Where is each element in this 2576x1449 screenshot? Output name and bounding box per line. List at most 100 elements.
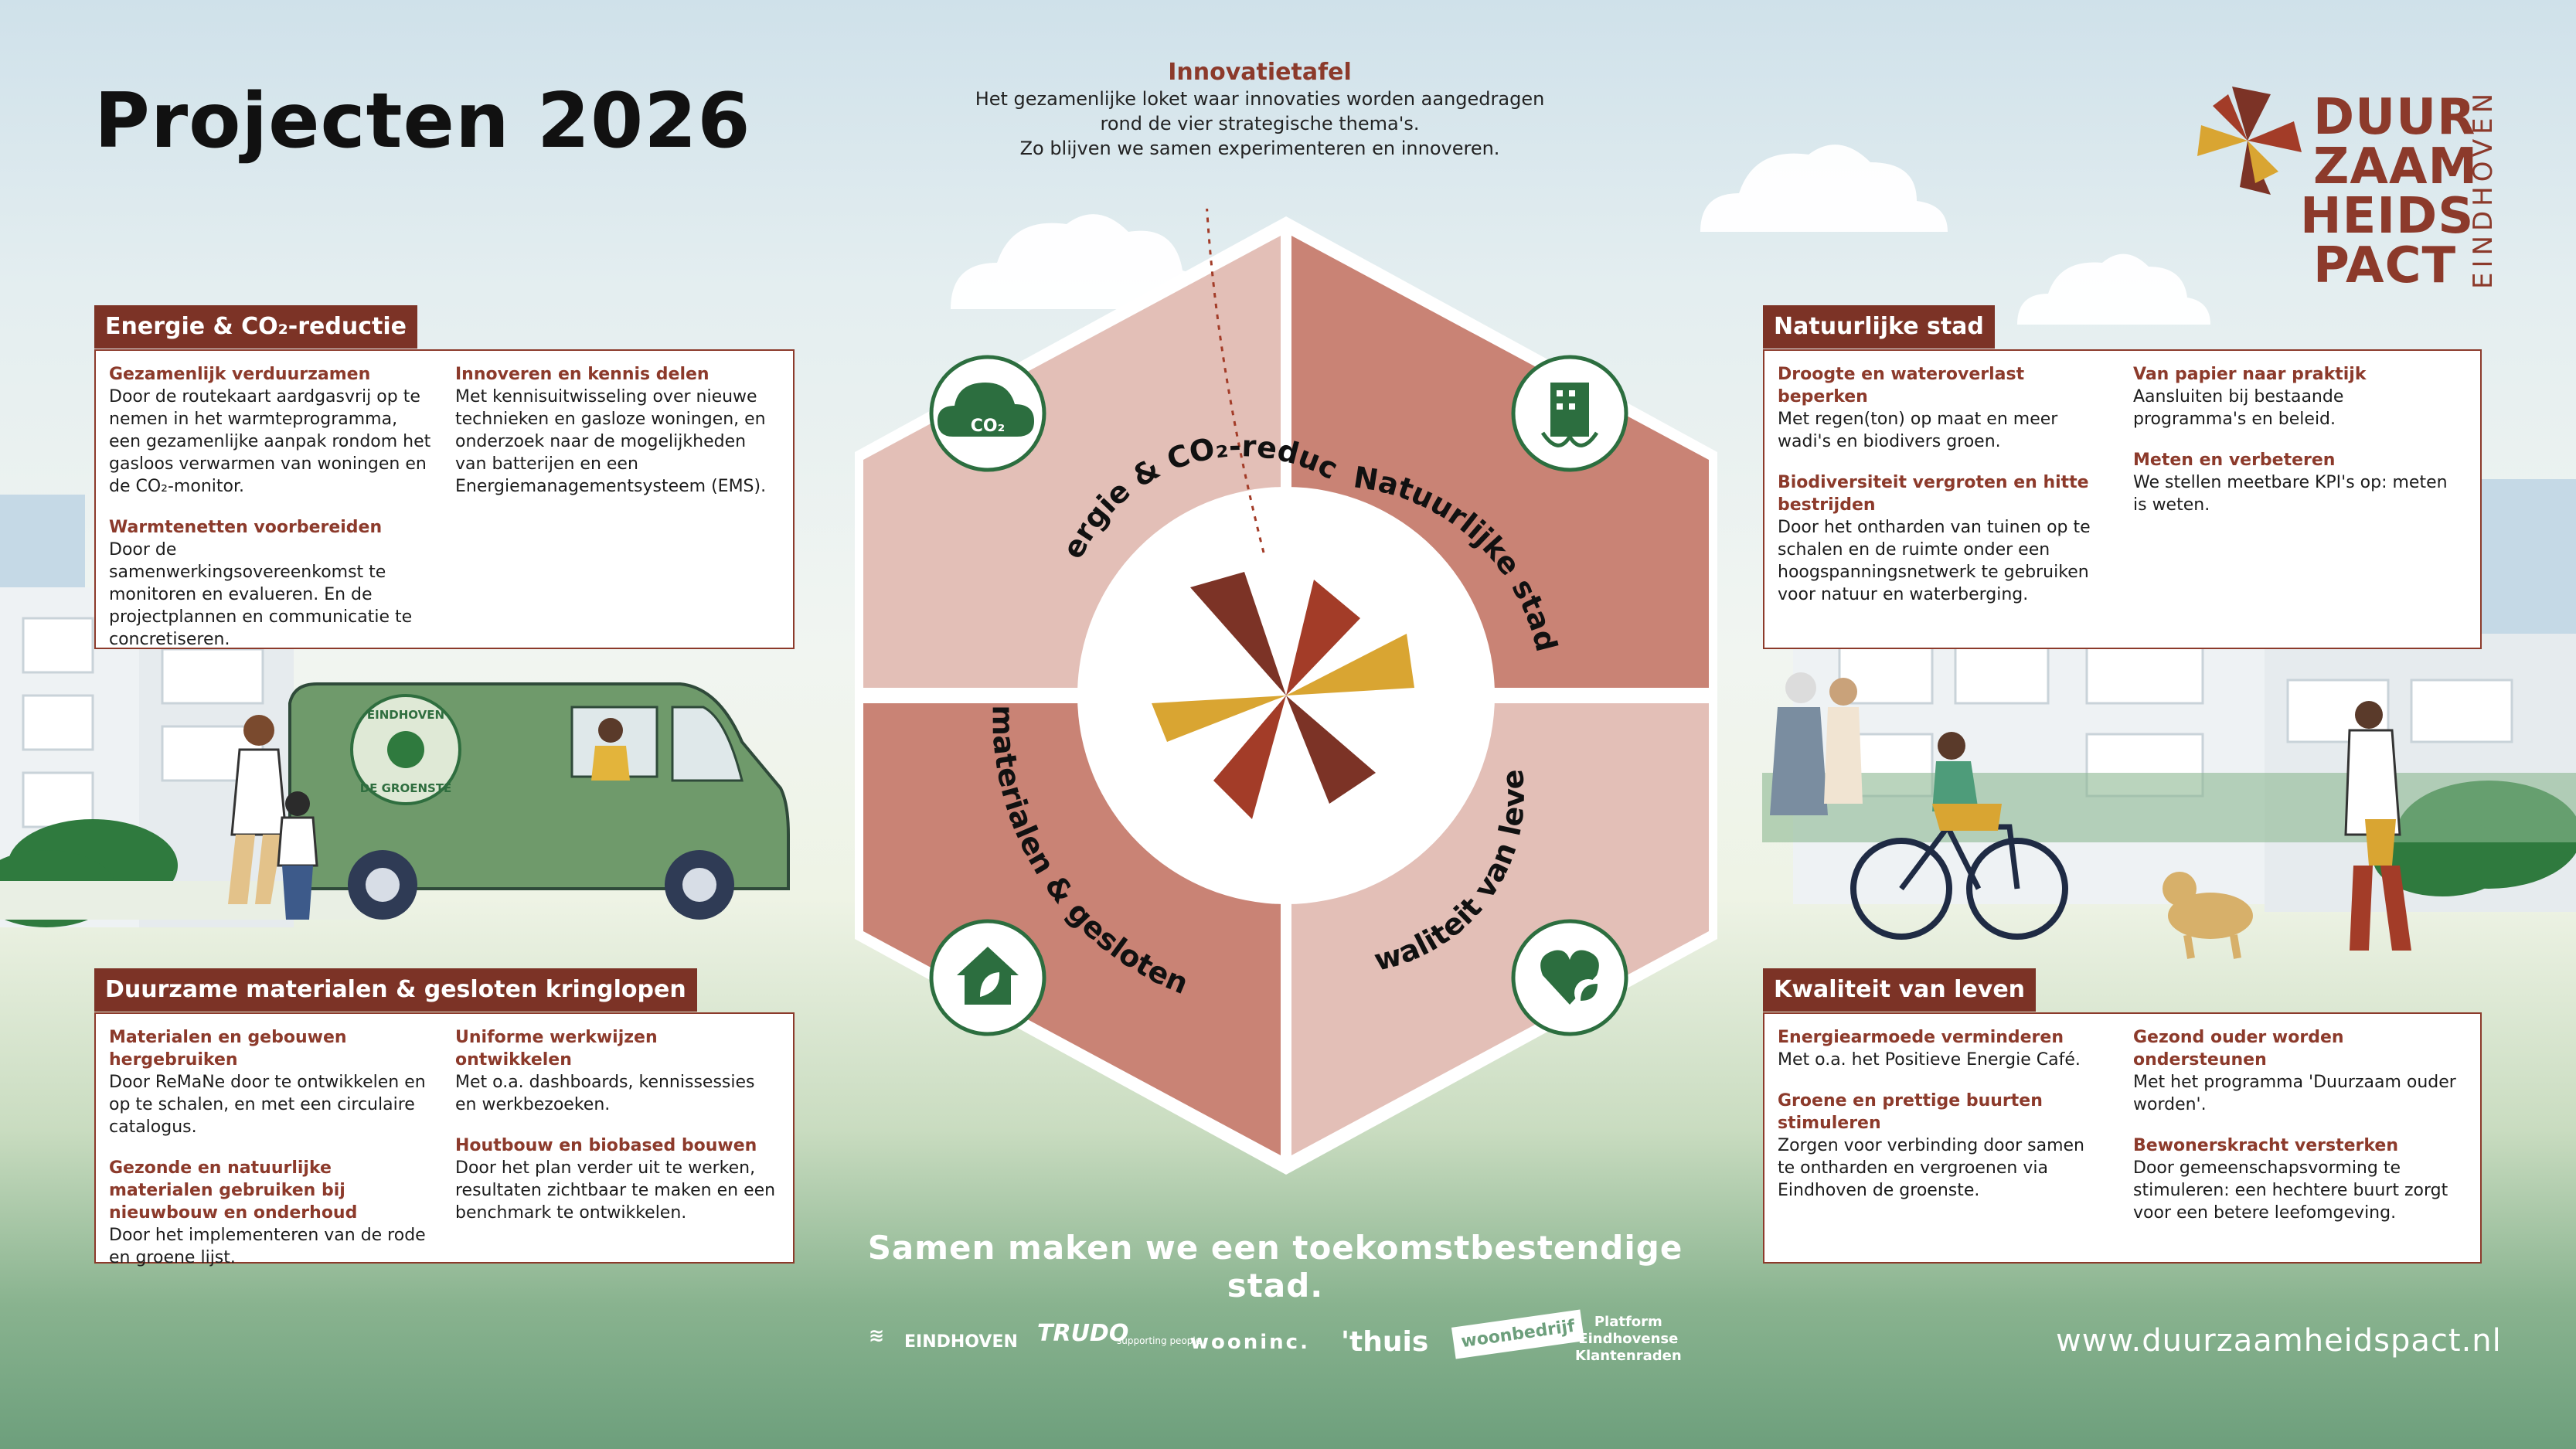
item-heading: Gezamenlijk verduurzamen [109,365,371,384]
item-heading: Energiearmoede verminderen [1778,1028,2064,1047]
house-leaf-icon [929,919,1046,1036]
logo-side-text: EINDHOVEN [2468,88,2499,289]
item-text: Met o.a. het Positieve Energie Café. [1778,1050,2081,1070]
hexagon-diagram: CO₂ Energie & CO₂-reductie Natuurlijke s… [835,209,1717,1175]
van-illustration [288,682,790,920]
cloud [1700,145,1948,232]
innovation-arrow [1206,209,1265,553]
innovatietafel-line: rond de vier strategische thema's. [1100,113,1420,134]
partner-platform-line: Platform [1594,1314,1662,1330]
item-heading: Uniforme werkwijzen ontwikkelen [455,1028,658,1070]
innovatietafel-callout: Innovatietafel Het gezamenlijke loket wa… [966,59,1553,160]
page-title: Projecten 2026 [94,77,751,165]
tagline: Samen maken we een toekomstbestendige st… [867,1229,1683,1304]
partner-platform-line: Eindhovense [1578,1331,1679,1347]
list-item: Meten en verbeteren We stellen meetbare K… [2133,449,2458,516]
item-heading: Meten en verbeteren [2133,451,2336,470]
cloud [2017,253,2210,325]
item-heading: Gezond ouder worden ondersteunen [2133,1028,2344,1070]
cloud [951,214,1213,309]
item-text: Door ReMaNe door te ontwikkelen en op te… [109,1073,426,1137]
logo-text-line4: PACT [2313,237,2457,294]
building-leaf-icon [1511,355,1628,472]
item-heading: Innoveren en kennis delen [455,365,710,384]
section-natuur-title: Natuurlijke stad [1763,305,1995,349]
logo-pinwheel-icon [2197,87,2302,195]
item-text: Door het plan verder uit te werken, resu… [455,1158,776,1223]
item-text: Met het programma 'Duurzaam ouder worden… [2133,1073,2456,1114]
item-heading: Groene en prettige buurten stimuleren [1778,1091,2043,1133]
list-item: Biodiversiteit vergroten en hitte bestri… [1778,471,2102,606]
co2-cloud-icon: CO₂ [929,355,1046,472]
people-right [1770,672,2411,959]
item-text: We stellen meetbare KPI's op: meten is w… [2133,473,2448,515]
partner-logos: ≋ EINDHOVEN TRUDO supporting people woon… [866,1309,1685,1376]
innovatietafel-line: Zo blijven we samen experimenteren en in… [1019,138,1500,159]
partner-thuis: 'thuis [1341,1326,1429,1358]
van-badge-text: EINDHOVEN DE GROENSTE [360,708,452,795]
innovatietafel-title: Innovatietafel [1168,59,1352,86]
people-left [228,715,630,920]
item-text: Met kennisuitwisseling over nieuwe techn… [455,387,767,496]
item-heading: Bewonerskracht versterken [2133,1136,2398,1155]
center-pinwheel-icon [1152,572,1414,819]
duurzaamheidspact-logo: DUUR ZAAM HEIDS PACT EINDHOVEN [2186,79,2510,295]
partner-trudo: TRUDO [1037,1320,1129,1347]
item-text: Met o.a. dashboards, kennissessies en we… [455,1073,755,1114]
partner-trudo-sub: supporting people [1117,1335,1202,1346]
item-text: Aansluiten bij bestaande programma's en … [2133,387,2344,429]
item-heading: Droogte en wateroverlast beperken [1778,365,2025,406]
partner-eindhoven: EINDHOVEN [904,1332,1018,1352]
item-text: Door het ontharden van tuinen op te scha… [1778,518,2091,604]
item-heading: Warmtenetten voorbereiden [109,518,383,537]
item-text: Door het implementeren van de rode en gr… [109,1226,426,1267]
item-text: Zorgen voor verbinding door samen te ont… [1778,1136,2084,1200]
list-item: Gezonde en natuurlijke materialen gebrui… [109,1157,434,1269]
van-badge-line2: DE GROENSTE [360,781,452,795]
logo-text-line1: DUUR [2313,89,2476,146]
svg-text:CO₂: CO₂ [971,417,1005,436]
partner-platform-line: Klantenraden [1575,1348,1682,1364]
item-heading: Biodiversiteit vergroten en hitte bestri… [1778,473,2089,515]
partner-platform: Platform Eindhovense Klantenraden [1575,1314,1682,1365]
website-url[interactable]: www.duurzaamheidspact.nl [2056,1323,2502,1359]
logo-text-line2: ZAAM [2313,138,2479,196]
van-badge-line1: EINDHOVEN [367,708,444,722]
item-text: Door gemeenschapsvorming te stimuleren: … [2133,1158,2448,1223]
innovatietafel-line: Het gezamenlijke loket waar innovaties w… [975,88,1545,110]
item-heading: Houtbouw en biobased bouwen [455,1136,757,1155]
section-materialen-title: Duurzame materialen & gesloten kringlope… [94,968,697,1012]
heart-leaf-icon [1511,919,1628,1036]
item-heading: Materialen en gebouwen hergebruiken [109,1028,347,1070]
item-text: Met regen(ton) op maat en meer wadi's en… [1778,410,2058,451]
partner-wooninc: wooninc. [1190,1331,1310,1354]
item-text: Door de routekaart aardgasvrij op te nem… [109,387,431,496]
section-kwaliteit-title: Kwaliteit van leven [1763,968,2037,1012]
partner-woonbedrijf: woonbedrijf [1451,1309,1585,1359]
partner-eindhoven-wave-icon: ≋ [869,1325,885,1346]
item-heading: Van papier naar praktijk [2133,365,2367,384]
